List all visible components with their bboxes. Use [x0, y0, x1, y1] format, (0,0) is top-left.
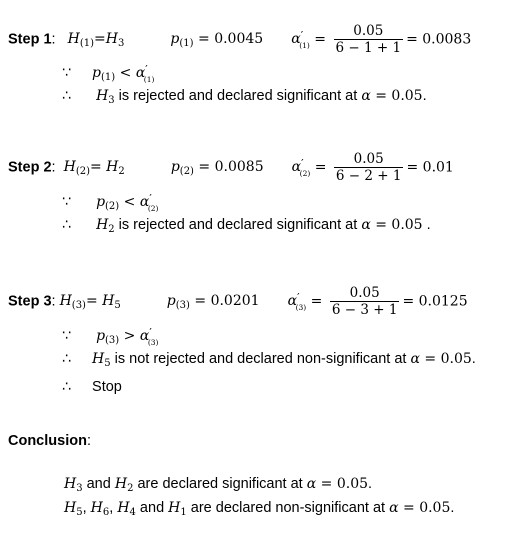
because-symbol: ∵ — [62, 194, 71, 210]
therefore-symbol: ∴ — [62, 351, 71, 367]
step3-label: Step 3 — [8, 293, 52, 310]
step1-alpha-result: 0.0083 — [422, 31, 472, 48]
because-symbol: ∵ — [62, 328, 71, 344]
step1-label: Step 1 — [8, 31, 52, 48]
conclusion-heading: Conclusion: — [8, 433, 91, 449]
step2-alpha-result: 0.01 — [422, 159, 454, 176]
step2-p-value: p(2) = 0.0085 — [170, 159, 264, 178]
step3-alpha-adjusted: α′(3) — [287, 291, 307, 313]
step3-p-value: p(3) = 0.0201 — [166, 293, 260, 312]
step1-p-value: p(1) = 0.0045 — [170, 31, 264, 50]
therefore-symbol: ∴ — [62, 88, 71, 104]
step2-alpha-adjusted: α′(2) — [291, 157, 311, 179]
because-symbol: ∵ — [62, 65, 71, 81]
step3-therefore-line: ∴ H5 is not rejected and declared non-si… — [62, 351, 476, 369]
therefore-symbol: ∴ — [62, 217, 71, 233]
step3-equation-line: Step 3: H(3)= H5 p(3) = 0.0201 α′(3) = 0… — [8, 285, 468, 318]
step2-equation-line: Step 2: H(2)= H2 p(2) = 0.0085 α′(2) = 0… — [8, 151, 454, 184]
step3-alpha-result: 0.0125 — [418, 293, 468, 310]
conclusion-label: Conclusion — [8, 433, 87, 449]
step1-because-line: ∵ p(1) < α′(1) — [62, 63, 155, 84]
step1-hypothesis: H(1)=H3 — [67, 31, 125, 50]
step1-equation-line: Step 1: H(1)=H3 p(1) = 0.0045 α′(1) = 0.… — [8, 23, 472, 56]
step1-colon: : — [51, 31, 56, 48]
step3-hypothesis: H(3)= H5 — [59, 293, 121, 312]
therefore-symbol: ∴ — [62, 379, 71, 395]
step2-hypothesis: H(2)= H2 — [63, 159, 125, 178]
step3-because-line: ∵ p(3) > α′(3) — [62, 326, 159, 347]
conclusion-line-significant: H3 and H2 are declared significant at α … — [64, 476, 373, 494]
step1-alpha-adjusted: α′(1) — [291, 29, 310, 51]
step2-therefore-line: ∴ H2 is rejected and declared significan… — [62, 217, 431, 235]
step1-therefore-line: ∴ H3 is rejected and declared significan… — [62, 88, 427, 106]
step2-colon: : — [51, 159, 56, 176]
step3-colon: : — [51, 293, 56, 310]
conclusion-line-non-significant: H5, H6, H4 and H1 are declared non-signi… — [64, 500, 455, 518]
step2-label: Step 2 — [8, 159, 52, 176]
step3-stop-line: ∴ Stop — [62, 378, 122, 396]
stop-text: Stop — [92, 379, 122, 395]
step2-because-line: ∵ p(2) < α′(2) — [62, 192, 159, 213]
